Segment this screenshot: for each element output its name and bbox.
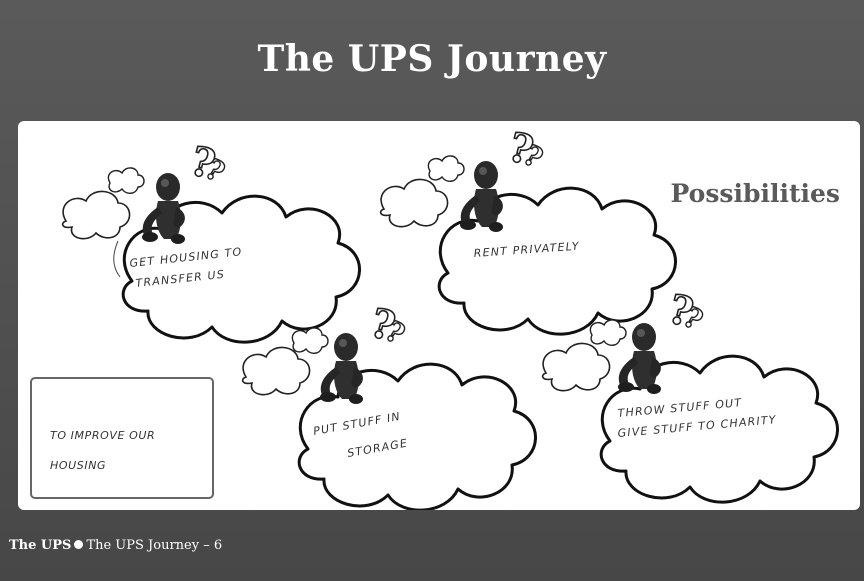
thought-cloud-3 [297,362,538,510]
thought-cloud-small-icon [379,178,449,228]
footer: The UPS The UPS Journey – 6 [9,538,222,553]
thought-cloud-illustration: ? ? GET HOUSING TO TRANSFER US [61,122,840,510]
thinking-figure-icon [460,161,503,232]
question-mark-icon [184,136,232,190]
thinking-figure-icon [142,173,185,244]
content-panel: ? ? GET HOUSING TO TRANSFER US [18,121,860,510]
possibilities-heading: Possibilities [670,179,840,208]
thought-cloud-tiny-icon [589,319,627,346]
question-mark-icon [364,298,412,352]
thought-cloud-small-icon [241,346,311,396]
footer-page: The UPS Journey – 6 [86,538,223,553]
thought-cloud-small-icon [61,190,131,240]
bullet-dot-icon [74,540,84,549]
thought-cloud-tiny-icon [427,155,465,182]
goal-note-box: TO IMPROVE OUR HOUSING [30,377,214,499]
thought-cloud-tiny-icon [107,167,145,194]
question-mark-icon [502,122,550,176]
thought-cloud-1 [113,194,362,344]
thought-cloud-tiny-icon [291,327,329,354]
slide-title: The UPS Journey [257,38,607,80]
thought-cloud-small-icon [541,342,611,392]
goal-note-text: TO IMPROVE OUR HOUSING [50,429,156,472]
footer-brand: The UPS [9,538,72,553]
question-mark-icon [662,284,710,338]
thought-cloud-icon [297,362,538,510]
